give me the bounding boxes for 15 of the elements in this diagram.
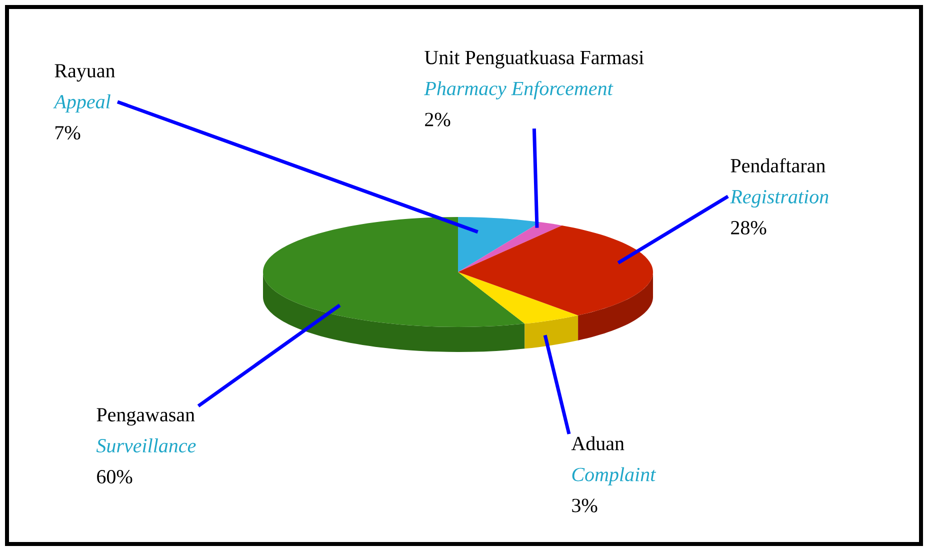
pie-label: Rayuan Appeal 7% [53,64,115,140]
leader-line [116,100,478,234]
leader-line [532,128,539,228]
pie-slice [458,217,540,272]
leader-line [197,304,341,408]
pie-slice [458,222,562,272]
pie-label: Pengawasan Surveillance 60% [96,408,196,484]
leader-line [617,194,729,264]
leader-line [543,334,571,434]
pie-slice [458,225,653,340]
pie-label: Unit Penguatkuasa Farmasi Pharmacy Enforcement 2% [424,50,644,126]
pie-slice [458,272,578,349]
pie-slice [263,217,525,352]
pie-label: Aduan Complaint 3% [571,436,656,512]
pie-label: Pendaftaran Registration 28% [730,158,828,235]
